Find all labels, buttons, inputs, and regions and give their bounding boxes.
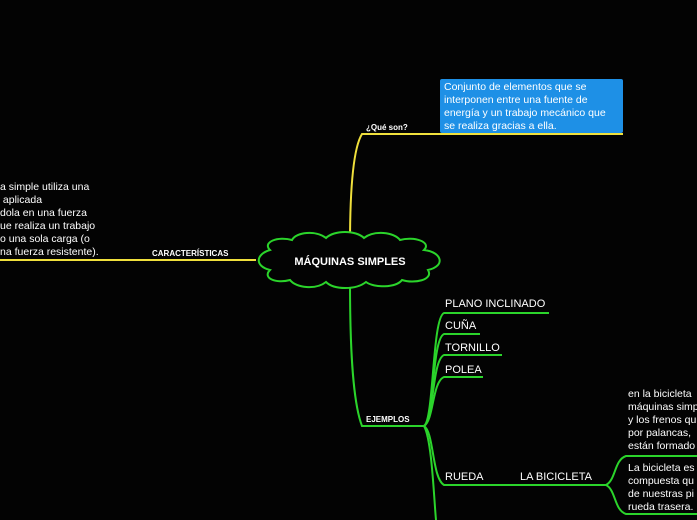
example-rueda[interactable]: RUEDA (445, 471, 484, 483)
example-cuna[interactable]: CUÑA (445, 320, 477, 332)
note-bicicleta-1[interactable]: en la bicicleta máquinas simp y los fren… (628, 388, 697, 452)
connector-bici-note-1 (605, 455, 697, 486)
connector-extra (423, 425, 437, 520)
note-caracteristicas[interactable]: a simple utiliza una aplicada dola en un… (0, 181, 99, 258)
note-bicicleta-2[interactable]: La bicicleta es compuesta qu de nuestras… (628, 462, 695, 513)
branch-label-ejemplos[interactable]: EJEMPLOS (366, 415, 410, 424)
connector-polea (423, 376, 483, 427)
example-plano-inclinado[interactable]: PLANO INCLINADO (445, 298, 546, 310)
root-cloud-shape (257, 231, 441, 289)
connector-ejemplos (349, 281, 424, 427)
note-que-son[interactable]: Conjunto de elementos que se interponen … (440, 79, 623, 133)
branch-label-caracteristicas[interactable]: CARACTERÍSTICAS (152, 249, 229, 258)
example-la-bicicleta[interactable]: LA BICICLETA (520, 471, 592, 483)
connector-bici-note-2 (605, 484, 697, 515)
connector-que-son (349, 133, 623, 245)
connector-rueda (423, 425, 515, 486)
root-node-label[interactable]: MÁQUINAS SIMPLES (294, 256, 406, 268)
example-polea[interactable]: POLEA (445, 364, 482, 376)
example-tornillo[interactable]: TORNILLO (445, 342, 500, 354)
connector-plano (423, 312, 549, 427)
branch-label-que-son[interactable]: ¿Qué son? (366, 123, 408, 132)
